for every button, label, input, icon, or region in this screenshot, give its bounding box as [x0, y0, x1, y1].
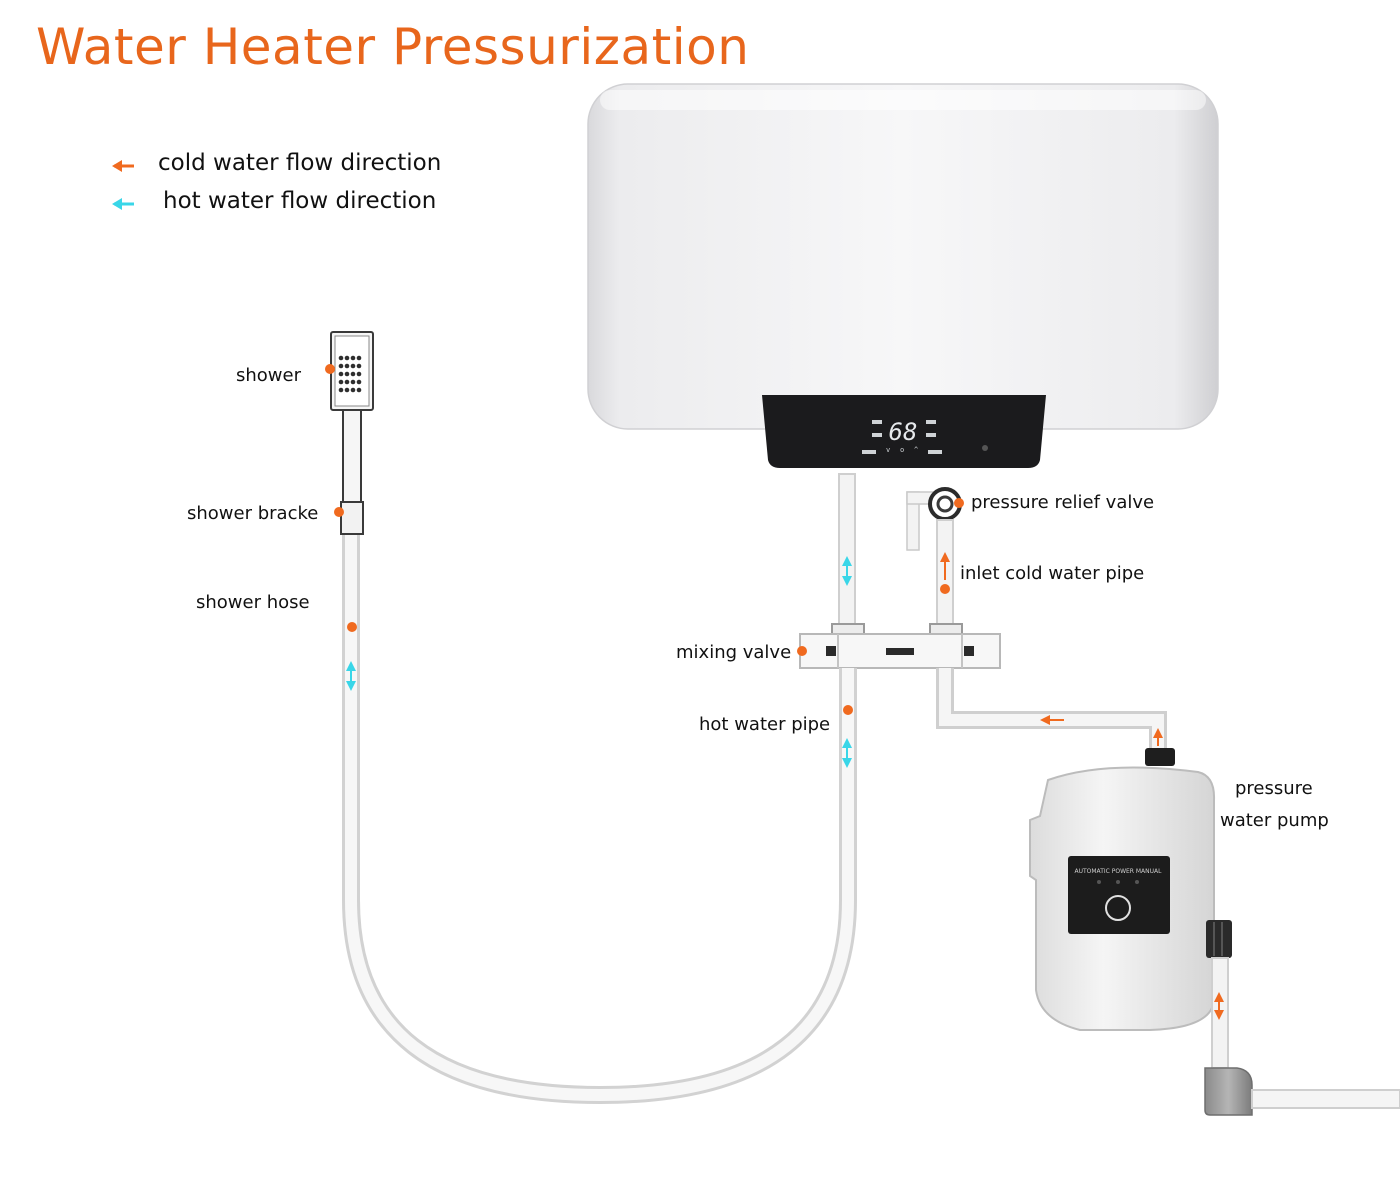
shower-marker: [325, 364, 335, 374]
shower-head: [330, 331, 374, 503]
shower-label: shower: [236, 365, 301, 386]
pump-panel-modes: AUTOMATIC POWER MANUAL: [1075, 868, 1163, 875]
pump-inlet-pipe: [1204, 957, 1400, 1116]
cold-flow-arrow-icon: [1040, 715, 1064, 725]
shower-hose-marker: [347, 622, 357, 632]
legend-cold-label: cold water flow direction: [158, 150, 442, 176]
diagram-title: Water Heater Pressurization: [36, 18, 750, 76]
hot-water-outlet-pipe: [838, 473, 856, 635]
shower-bracket-label: shower bracke: [187, 503, 319, 524]
legend-cold-arrow-icon: [112, 160, 134, 172]
mixing-valve-label: mixing valve: [676, 642, 792, 663]
pressure-relief-valve-label: pressure relief valve: [971, 492, 1155, 513]
svg-text:^: ^: [914, 446, 918, 454]
legend-hot-arrow-icon: [112, 198, 134, 210]
pressure-water-pump: [1029, 748, 1232, 1031]
inlet-cold-water-pipe-label: inlet cold water pipe: [960, 563, 1145, 584]
svg-text:v: v: [886, 446, 890, 454]
cold-flow-arrow-icon: [1214, 992, 1224, 1020]
heater-control-panel: v o ^: [762, 395, 1046, 468]
inlet-cold-water-pipe-marker: [940, 584, 950, 594]
pressure-water-pump-label-line1: pressure: [1235, 778, 1313, 799]
pressure-water-pump-label-line2: water pump: [1220, 810, 1329, 831]
cold-flow-arrow-icon: [1153, 728, 1163, 746]
shower-hose-label: shower hose: [196, 592, 310, 613]
hot-flow-arrow-icon: [842, 556, 852, 586]
legend-hot-label: hot water flow direction: [163, 188, 437, 214]
heater-temperature-readout: 68: [889, 418, 918, 446]
mixing-valve-marker: [797, 646, 807, 656]
hot-flow-arrow-icon: [842, 738, 852, 768]
hot-flow-arrow-icon: [346, 661, 356, 691]
hot-water-pipe-marker: [843, 705, 853, 715]
hot-water-pipe: [342, 532, 857, 1105]
mixing-valve: [799, 623, 1001, 669]
shower-bracket-marker: [334, 507, 344, 517]
svg-text:o: o: [900, 446, 904, 454]
shower-bracket: [340, 501, 364, 535]
pump-to-mixer-pipe: [936, 668, 1167, 752]
cold-flow-arrow-icon: [940, 552, 950, 580]
hot-water-pipe-label: hot water pipe: [699, 714, 831, 735]
water-heater-tank: [587, 83, 1219, 430]
pressure-relief-valve-marker: [954, 498, 964, 508]
